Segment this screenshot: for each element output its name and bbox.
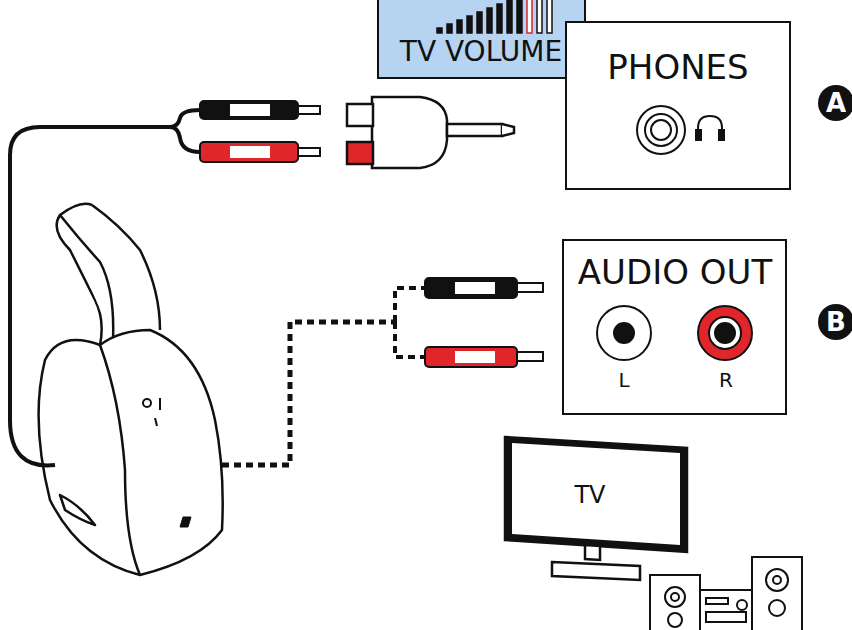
node-title: PHONES (607, 49, 748, 86)
tv-set (505, 437, 687, 580)
headphone-jack (637, 106, 724, 154)
callout-circle (818, 304, 852, 340)
cable-split (395, 288, 425, 357)
audio-out-box (563, 240, 786, 414)
cable (10, 127, 170, 465)
volume-panel-node: TV VOLUME (378, 0, 585, 78)
cable-split (170, 110, 200, 152)
channel-label: L (618, 369, 629, 391)
callout-circle (818, 85, 852, 121)
rca-plugs (425, 278, 543, 367)
callout-letter: B (826, 309, 846, 335)
rca-sockets (597, 306, 752, 360)
phones-box (566, 22, 790, 189)
volume-bars (437, 0, 552, 33)
stereo-system (650, 557, 802, 630)
volume-panel (378, 0, 585, 78)
cable-dotted (222, 322, 395, 465)
callout-letter: A (826, 90, 846, 116)
jack-adapter (347, 97, 514, 168)
node-title: TV VOLUME (400, 37, 562, 68)
rca-plugs (200, 101, 320, 162)
audio-out-node: AUDIO OUT L R (563, 240, 786, 414)
channel-label: R (719, 369, 733, 391)
transmitter (39, 204, 223, 575)
tv-screen-node: TV (512, 450, 680, 534)
phones-box-node: PHONES (566, 22, 790, 189)
node-title: AUDIO OUT (578, 254, 772, 291)
node-title: TV (574, 482, 605, 508)
